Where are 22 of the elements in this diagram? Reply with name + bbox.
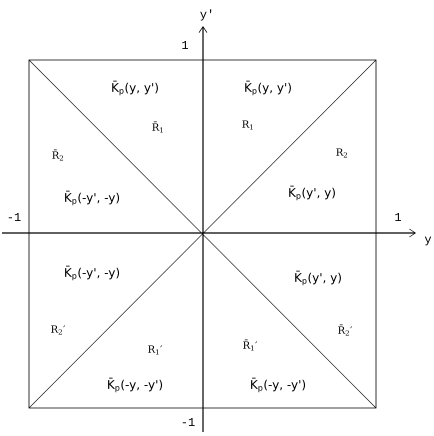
axis-label: y′	[200, 9, 212, 21]
function-label: K̄$_{p}$(-y, -y')	[251, 378, 306, 392]
tick-label: 1	[395, 213, 402, 221]
function-label: K̄$_{p}$(y, y')	[245, 80, 291, 96]
region-label: R$_{1}$	[242, 120, 253, 130]
region-label: R̄$_{2}$′	[338, 324, 352, 336]
function-label: K̄$_{p}$(-y, -y')	[108, 378, 162, 392]
region-label: R$_{1}$′	[148, 345, 162, 355]
tick-label: 1	[182, 41, 188, 49]
function-label: K̄$_{p}$(y', y)	[295, 270, 341, 286]
axis-label: y	[424, 236, 432, 246]
region-label: R̄$_{2}$	[52, 149, 64, 160]
region-label: R$_{2}$	[336, 148, 348, 158]
function-label: K̄$_{p}$(y, y')	[112, 80, 158, 96]
tick-label: -1	[8, 213, 21, 221]
tick-label: -1	[182, 418, 195, 426]
region-label: R̄$_{1}$	[152, 121, 163, 132]
function-label: K̄$_{p}$(-y', -y)	[65, 190, 120, 206]
region-label: R̄$_{1}$′	[243, 340, 258, 350]
function-label: K̄$_{p}$(-y', -y)	[65, 266, 120, 280]
region-label: R$_{2}$′	[51, 325, 66, 335]
function-label: K̄$_{p}$(y', y)	[289, 186, 335, 200]
